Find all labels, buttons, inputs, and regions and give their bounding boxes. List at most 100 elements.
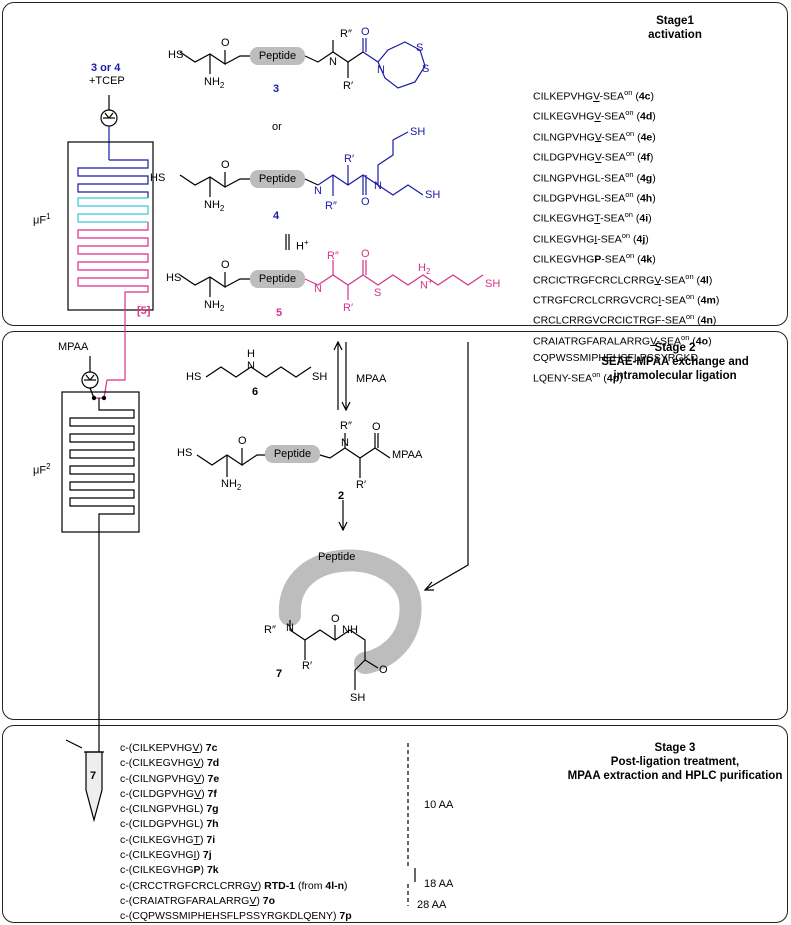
microreactor1 bbox=[67, 141, 154, 311]
sequence-text: CRAIATRGFARALARRG bbox=[533, 335, 651, 348]
sequence-sup: on bbox=[592, 370, 601, 380]
vial-label: 7 bbox=[90, 770, 97, 782]
sequence-bold: P bbox=[594, 253, 602, 266]
product-suffix: ) bbox=[256, 894, 263, 907]
sequence-item: CRCLCRRGVCRCICTRGF-SEAon (4n) bbox=[533, 312, 717, 327]
n-plus-label: N+ bbox=[420, 277, 433, 292]
sequence-suffix: -SEA bbox=[600, 212, 625, 225]
n-label: N bbox=[286, 622, 294, 634]
sequence-text: CILKEGVHG bbox=[533, 212, 595, 225]
reactor1-input-label: 3 or 4 bbox=[91, 62, 121, 74]
sequence-item: CRAIATRGFARALARRGV-SEAon (4o) bbox=[533, 332, 712, 348]
sequence-underlined: V bbox=[654, 274, 661, 287]
sequence-sup: on bbox=[624, 210, 633, 220]
product-underlined: I bbox=[193, 849, 197, 862]
product-text: c-(CILKEGVHG bbox=[120, 833, 194, 846]
intermediate-5-label: [5] bbox=[137, 305, 151, 317]
sequence-sup: on bbox=[625, 149, 635, 159]
sequence-underlined: V bbox=[594, 151, 602, 164]
rpp-label: R″ bbox=[327, 250, 339, 262]
reactor2-reagent-label: MPAA bbox=[58, 341, 89, 353]
sequence-sup: on bbox=[625, 190, 634, 200]
peptide-box-5: Peptide bbox=[250, 270, 305, 288]
nh2-label: NH2 bbox=[221, 478, 242, 493]
compound-7-label: 7 bbox=[276, 668, 283, 680]
product-id: RTD-1 bbox=[264, 879, 296, 892]
sequence-item: CILKEGVHGP-SEAon (4k) bbox=[533, 251, 656, 266]
sequence-id: 4c bbox=[638, 90, 651, 103]
h-label: H bbox=[247, 348, 255, 360]
product-text: c-(CILKEPVHG bbox=[120, 742, 193, 754]
product-id: 7g bbox=[206, 803, 219, 816]
sequence-text: CILKEGVHG bbox=[533, 110, 595, 123]
hplus-label: H+ bbox=[296, 238, 309, 253]
rpp-label: R″ bbox=[340, 420, 352, 432]
product-item: c-(CILKEGVHGT) 7i bbox=[120, 833, 352, 848]
sequence-id: 4g bbox=[639, 172, 653, 185]
o-label: O bbox=[379, 664, 388, 676]
sequence-id: 4n bbox=[700, 314, 713, 327]
sequence-id: 4m bbox=[700, 294, 716, 307]
sequence-sup: on bbox=[685, 312, 695, 322]
product-text: c-(CRC bbox=[120, 879, 155, 892]
product-id: 7e bbox=[207, 772, 220, 785]
n-label: N bbox=[329, 56, 337, 68]
hs-label: HS bbox=[168, 49, 184, 61]
stage3-panel bbox=[2, 725, 788, 923]
product-text: c-(CILKEGVHG bbox=[120, 849, 194, 862]
product-item: c-(CILKEGVHGI) 7j bbox=[120, 848, 352, 863]
rp-label: R′ bbox=[356, 479, 367, 491]
sequence-underlined: I bbox=[594, 233, 598, 246]
product-item: c-(CRCCTRGFCRCLCRRGV) RTD-1 (from 4l-n) bbox=[120, 879, 352, 894]
sequence-sup: on bbox=[624, 88, 633, 97]
product-item: c-(CILKEGVHGV) 7d bbox=[120, 756, 352, 771]
sequence-item: CQPWSSMIPHEHSFLPSSYRGKD bbox=[533, 350, 719, 367]
product-id: 7k bbox=[206, 864, 219, 877]
o-label: O bbox=[372, 421, 381, 433]
sequence-sup: on bbox=[625, 108, 634, 118]
product-suffix: ) bbox=[199, 833, 207, 846]
sequence-text: CRCICTRGFCRCLCRRG bbox=[533, 274, 655, 287]
product-item: c-(CILDGPVHGV) 7f bbox=[120, 787, 352, 802]
product-tail-end: ) bbox=[344, 879, 348, 892]
product-text: c-(CILKEGVHG bbox=[120, 757, 194, 770]
compound-3-label: 3 bbox=[273, 83, 280, 95]
sequence-sup: on bbox=[681, 332, 690, 342]
peptide-box-2: Peptide bbox=[265, 445, 320, 463]
o-label: O bbox=[221, 259, 230, 271]
sequence-text: CRCLCRRGVCRCICTRGF-SEA bbox=[533, 314, 686, 327]
nh2-label: NH2 bbox=[204, 76, 225, 91]
sequence-id: 4i bbox=[639, 212, 649, 225]
sequence-text: CILNGPVHG bbox=[533, 131, 595, 144]
product-item: c-(CQPWSSMIPHEHSFLPSSYRGKDLQENY) 7p bbox=[120, 909, 352, 924]
product-underlined: V bbox=[192, 742, 200, 754]
sequence-item: CILKEGVHGV-SEAon (4d) bbox=[533, 108, 656, 123]
nh-label: NH bbox=[342, 624, 358, 636]
product-bold: P bbox=[193, 864, 201, 877]
sequence-suffix: -SEA bbox=[599, 90, 625, 103]
product-item: c-(CILKEGVHGP) 7k bbox=[120, 863, 352, 878]
sh-label: SH bbox=[425, 189, 441, 201]
sequence-item: LQENY-SEAon (4p) bbox=[533, 370, 623, 385]
product-text: c-(CILNGPVHGL) bbox=[120, 803, 207, 816]
s-label: S bbox=[374, 287, 382, 299]
reactor1-reagent-label: +TCEP bbox=[89, 75, 125, 87]
size-10aa: 10 AA bbox=[424, 799, 454, 811]
sequence-item: CILKEGVHGT-SEAon (4i) bbox=[533, 210, 652, 225]
product-underlined: V bbox=[193, 757, 201, 770]
product-item: c-(CRAIATRGFARALARRGV) 7o bbox=[120, 894, 352, 909]
product-id: 7j bbox=[202, 849, 212, 862]
product-suffix: ) bbox=[201, 787, 208, 800]
sequence-underlined: V bbox=[593, 90, 600, 103]
size-18aa: 18 AA bbox=[424, 878, 454, 890]
product-id: 7c bbox=[205, 742, 218, 754]
nh2-label: NH2 bbox=[204, 199, 225, 214]
product-text2: CTRGFCRCLCRRG bbox=[155, 879, 251, 892]
sequence-suffix: -SEA bbox=[600, 172, 626, 185]
reactor1-label: μF1 bbox=[33, 212, 51, 227]
rpp-label: R″ bbox=[325, 200, 337, 212]
sequence-underlined: V bbox=[594, 131, 602, 144]
